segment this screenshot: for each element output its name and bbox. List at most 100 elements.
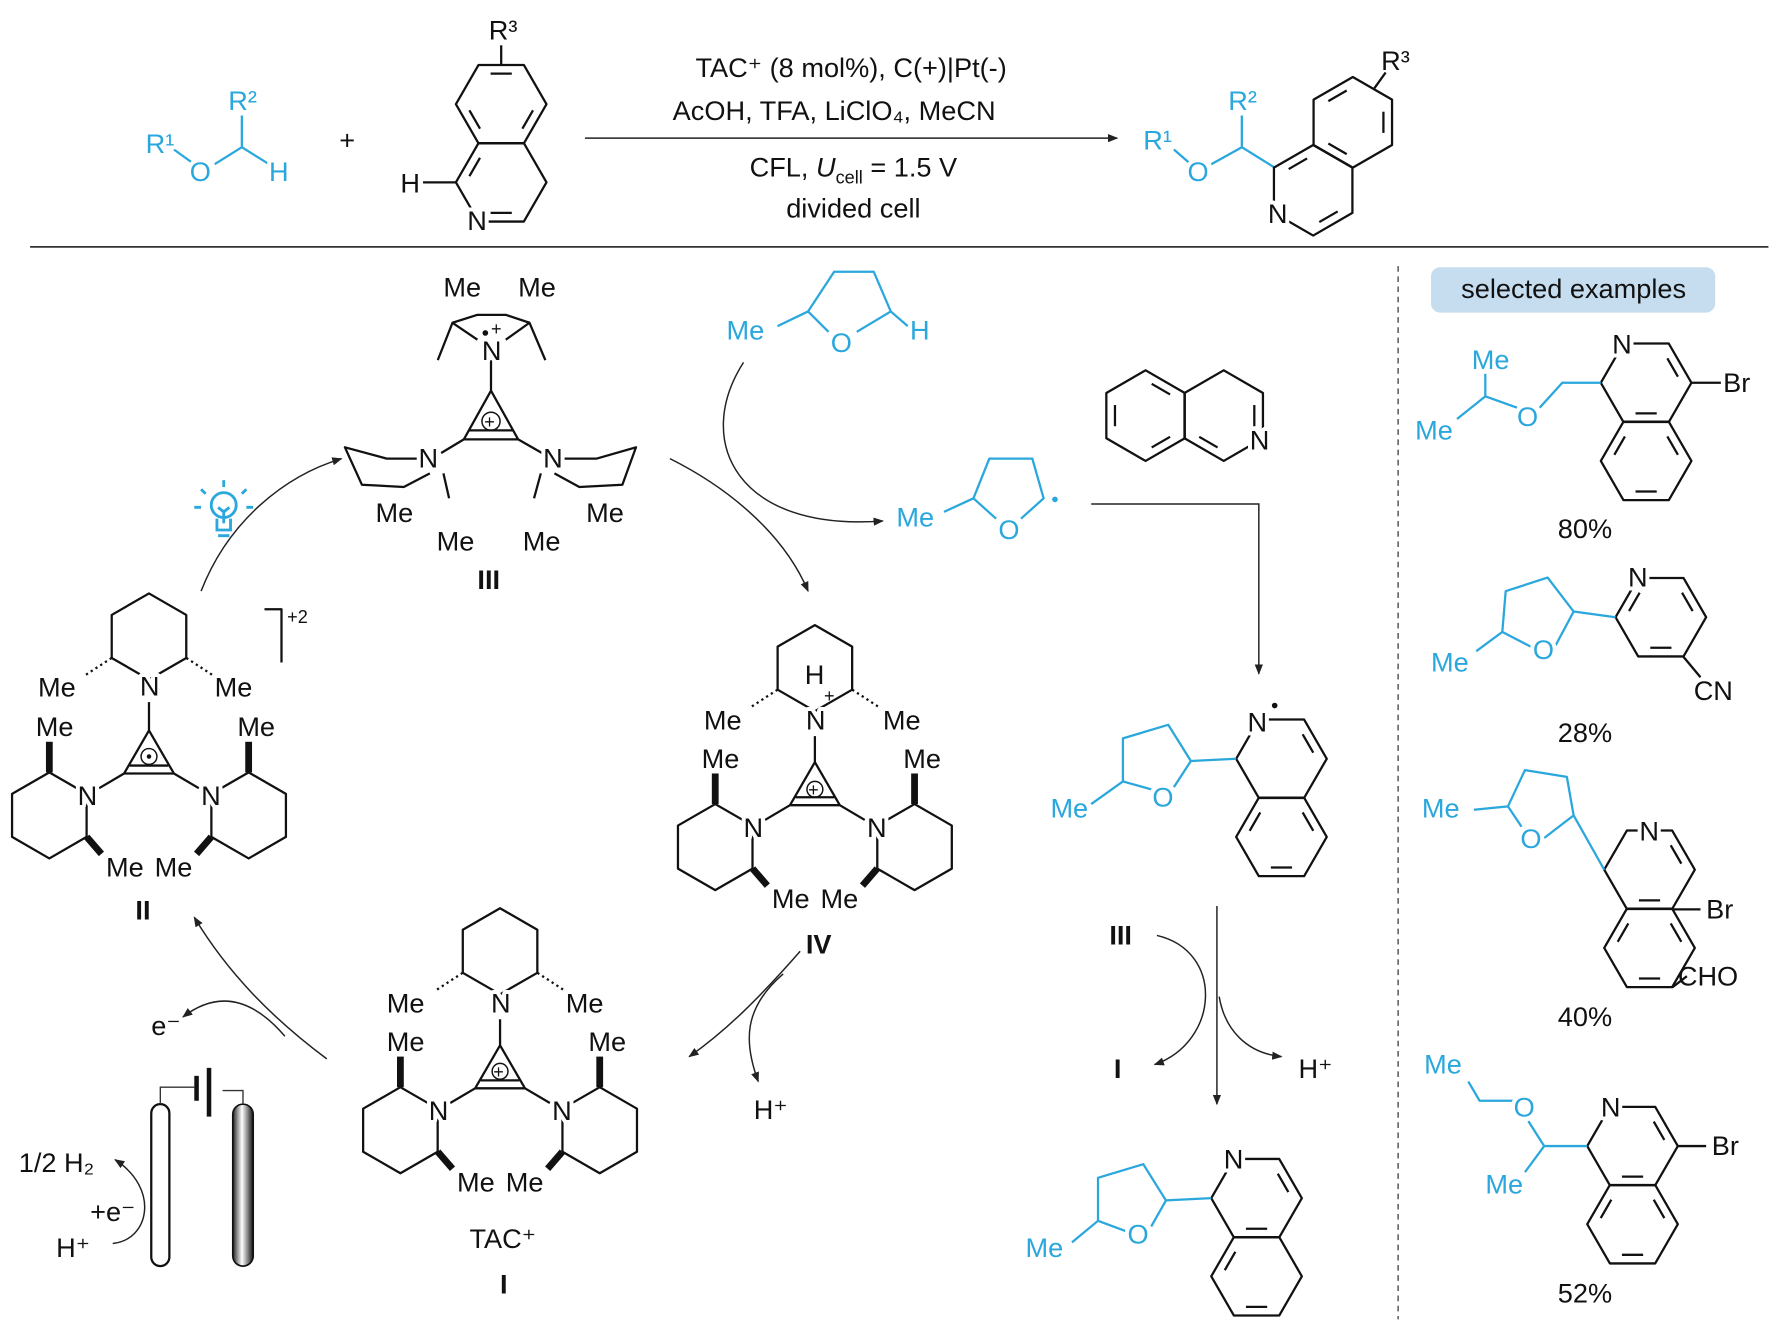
hat-arrow (722, 361, 884, 526)
r3-label: R³ (489, 15, 518, 46)
methyl-label: Me (506, 1166, 544, 1197)
methyl-label: Me (215, 671, 253, 702)
benzo-ring (1586, 1183, 1679, 1265)
methyl-label: Me (1472, 344, 1510, 375)
III-to-IV-arrow (669, 457, 809, 593)
compound-label-I: I (500, 1268, 508, 1299)
double-bond (1198, 435, 1219, 449)
proton-loss-arrow (1218, 996, 1283, 1060)
methyl-label: Me (586, 497, 624, 528)
nitrogen-label: N (491, 987, 511, 1018)
methyl-label: Me (155, 852, 193, 883)
methyl-label: Me (1424, 1049, 1462, 1080)
methyl-label: Me (518, 272, 556, 303)
double-bond (1669, 844, 1683, 865)
double-bond (1276, 1173, 1290, 1193)
double-bond (1613, 435, 1626, 456)
yield-label: 28% (1558, 717, 1612, 748)
proton-label: H⁺ (754, 1094, 788, 1125)
methyl-label: Me (106, 852, 144, 883)
electron-label: e⁻ (151, 1010, 180, 1041)
yield-label: 52% (1558, 1277, 1612, 1308)
benzo-ring (1312, 75, 1394, 169)
charge-label: +2 (287, 607, 308, 627)
double-bond (1628, 592, 1641, 612)
oxygen-label: O (1187, 156, 1208, 187)
methyl-label: Me (387, 1026, 425, 1057)
nitrogen-label: N (744, 812, 764, 843)
charge-label: + (824, 686, 835, 706)
catalyst-I-tac: N Me Me + N N Me Me Me Me TAC⁺ I (362, 907, 639, 1299)
conditions-line-4: divided cell (786, 192, 920, 223)
nitrogen-label: N (140, 670, 160, 701)
reaction-conditions: TAC⁺ (8 mol%), C(+)|Pt(-) AcOH, TFA, LiC… (673, 52, 1007, 223)
piperidine-ring (110, 592, 188, 681)
isoquinoline: N (1105, 369, 1273, 463)
example-1: N Br Me Me O 80% (1411, 324, 1750, 544)
light-bulb-icon (194, 480, 254, 538)
double-bond (1666, 435, 1679, 456)
piperidine-ring (876, 802, 953, 892)
nitrogen-label: N (1224, 1144, 1244, 1175)
piperidinium-ring (776, 623, 854, 713)
charge-label: + (493, 1062, 504, 1082)
double-bond (1327, 142, 1348, 156)
double-bond (1151, 435, 1171, 449)
benzo-ring (1210, 1235, 1303, 1317)
methyl-label: Me (1050, 793, 1088, 824)
double-bond (1652, 1121, 1666, 1141)
r1-label: R¹ (1143, 124, 1172, 155)
methyl-label: Me (566, 987, 604, 1018)
double-bond (1616, 922, 1630, 943)
bromine-label: Br (1723, 367, 1750, 398)
pyridine-ring (1183, 369, 1265, 463)
benzo-ring (1105, 369, 1186, 463)
example-4: N Br Me O Me 52% (1420, 1045, 1739, 1309)
hydrogen-evolution-label: 1/2 H₂ (19, 1147, 94, 1178)
methyl-label: Me (821, 883, 859, 914)
catalyst-III-radical-dication: Me Me N + + N N Me Me Me Me III (343, 272, 638, 595)
piperidine-ring (561, 1086, 639, 1175)
radical-dot (482, 330, 489, 336)
nitrogen-label: N (806, 704, 826, 735)
electron-gain-label: +e⁻ (90, 1196, 135, 1227)
double-bond (1681, 592, 1694, 612)
radical-dot (1052, 496, 1058, 503)
hydrogen-label: H (400, 168, 420, 199)
methyl-label: Me (588, 1026, 626, 1057)
nitrogen-radical-cation-label: N (482, 335, 502, 366)
methyl-label: Me (896, 502, 934, 533)
piperidine-ring (461, 907, 539, 996)
nitrogen-label: N (1268, 198, 1288, 229)
radical-addition-arrow (1091, 503, 1263, 675)
benzo-ring (1599, 420, 1693, 502)
methyl-label: Me (727, 315, 765, 346)
conditions-line-2: AcOH, TFA, LiClO₄, MeCN (673, 95, 996, 126)
double-bond (1327, 89, 1348, 103)
methyl-label: Me (443, 272, 481, 303)
nitrogen-label: N (1247, 707, 1267, 738)
oxygen-label: O (998, 514, 1019, 545)
double-bond (1151, 382, 1171, 396)
nitrogen-label: N (467, 205, 487, 236)
oxygen-label: O (1517, 401, 1538, 432)
methyl-label: Me (38, 671, 76, 702)
methyl-label: Me (375, 497, 413, 528)
hydrogen-label: H (910, 315, 930, 346)
charge-label: + (808, 780, 819, 800)
double-bond (468, 157, 481, 177)
example-2: N CN Me O 28% (1427, 558, 1733, 748)
oxygen-label: O (1520, 823, 1541, 854)
hydrogen-label: H (805, 659, 825, 690)
examples-title: selected examples (1461, 273, 1686, 304)
methyl-label: Me (1415, 414, 1453, 445)
double-bond (1318, 210, 1339, 224)
methyl-label: Me (1026, 1232, 1064, 1263)
double-bond (1652, 1199, 1666, 1219)
double-bond (1599, 1199, 1613, 1219)
compound-label-II: II (135, 895, 150, 926)
piperidine-ring (676, 802, 754, 892)
protonated-species-IV: H + N Me Me + N N Me Me Me Me IV (676, 623, 953, 960)
methyl-label: Me (1485, 1169, 1523, 1200)
methyl-label: Me (702, 743, 740, 774)
